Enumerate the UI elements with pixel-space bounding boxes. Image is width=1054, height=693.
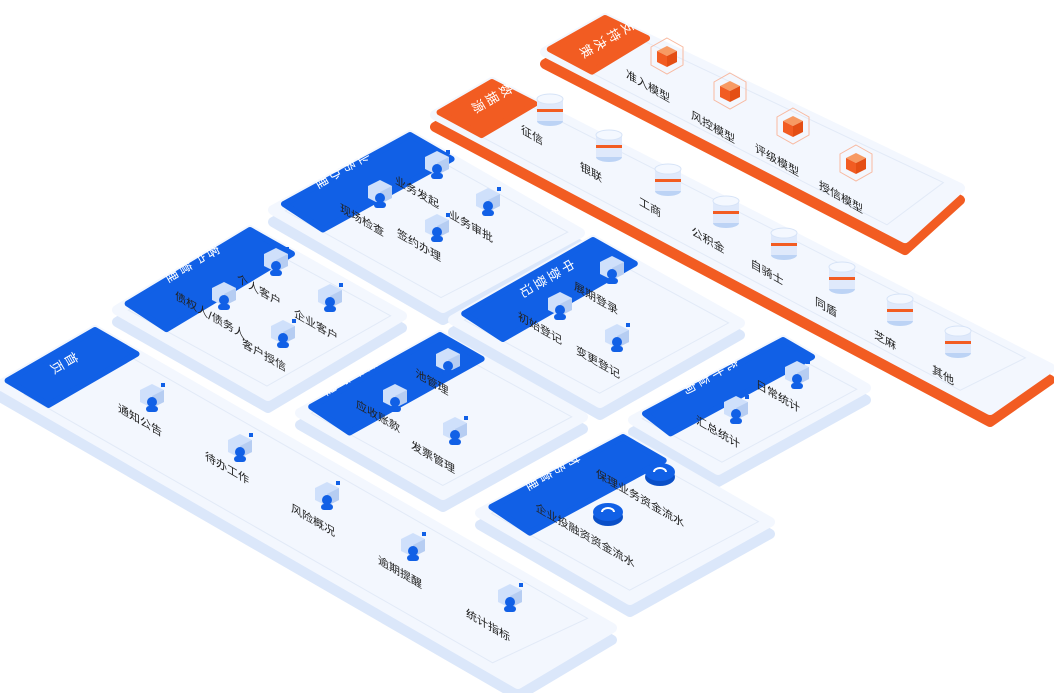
database-icon [943, 325, 973, 363]
panel-header-tab [280, 132, 455, 233]
user-box-icon [261, 246, 291, 282]
user-box-icon [268, 318, 298, 354]
doc-cube-icon [380, 382, 410, 418]
chart-cube-icon [782, 359, 812, 395]
doc-cube-icon [398, 531, 428, 567]
user-box-icon [422, 149, 452, 185]
doc-cube-icon [312, 480, 342, 516]
database-icon [711, 195, 741, 233]
panel-header-tab [436, 79, 538, 139]
coin-icon [643, 459, 677, 493]
model-cube-icon [775, 106, 811, 150]
user-box-icon [422, 212, 452, 248]
search-cube-icon [602, 322, 632, 358]
panel-header-tab [461, 237, 638, 343]
panel-header-tab [4, 327, 140, 408]
panel-header-tab [488, 434, 667, 536]
doc-cube-icon [137, 382, 167, 418]
user-box-icon [365, 178, 395, 214]
database-icon [827, 261, 857, 299]
doc-cube-icon [433, 346, 463, 382]
model-cube-icon [712, 71, 748, 115]
search-cube-icon [597, 254, 627, 290]
model-cube-icon [649, 36, 685, 80]
coin-icon [591, 499, 625, 533]
panel-header-tab [642, 337, 816, 437]
search-cube-icon [545, 290, 575, 326]
user-box-icon [209, 280, 239, 316]
chart-cube-icon [721, 394, 751, 430]
user-box-icon [473, 186, 503, 222]
panel-header-tab [124, 227, 295, 333]
database-icon [535, 93, 565, 131]
doc-cube-icon [440, 415, 470, 451]
panel-header-tab [546, 15, 651, 75]
database-icon [594, 129, 624, 167]
database-icon [885, 293, 915, 331]
database-icon [653, 163, 683, 201]
model-cube-icon [838, 143, 874, 187]
database-icon [769, 227, 799, 265]
doc-cube-icon [225, 432, 255, 468]
doc-cube-icon [495, 582, 525, 618]
user-box-icon [315, 282, 345, 318]
